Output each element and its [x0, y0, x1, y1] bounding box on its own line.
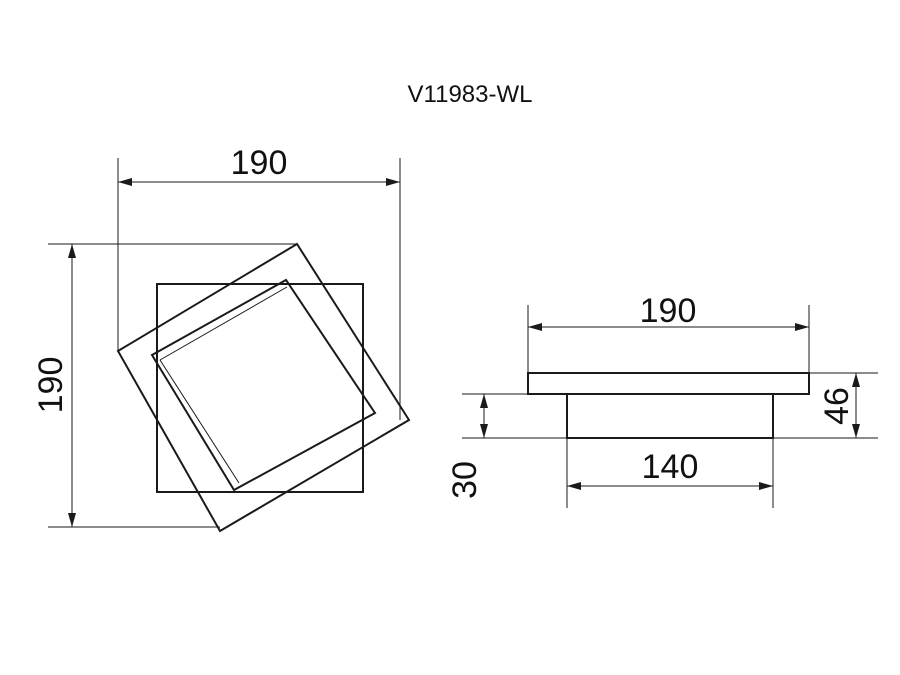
- model-code: V11983-WL: [408, 81, 533, 108]
- arrowhead-bottom: [68, 513, 76, 527]
- arrowhead-plate-left: [528, 323, 542, 331]
- rotated-frame-inner: [150, 278, 377, 492]
- inner-edge-top: [159, 286, 288, 361]
- arrowhead-body-right: [759, 482, 773, 490]
- arrowhead-body-depth-bottom: [480, 424, 488, 438]
- arrowhead-left: [118, 178, 132, 186]
- body-width-label: 140: [642, 448, 699, 486]
- arrowhead-depth-top: [852, 373, 860, 387]
- rotated-frame-outer: [116, 242, 411, 533]
- plate-width-label: 190: [640, 292, 697, 330]
- total-depth-label: 46: [818, 387, 856, 425]
- arrowhead-plate-right: [795, 323, 809, 331]
- body-depth-label: 30: [446, 461, 484, 499]
- front-height-label: 190: [32, 357, 70, 414]
- front-view: 190 190: [32, 144, 411, 533]
- arrowhead-body-left: [567, 482, 581, 490]
- side-plate: [527, 372, 810, 395]
- side-body: [566, 393, 774, 439]
- arrowhead-top: [68, 244, 76, 258]
- arrowhead-right: [386, 178, 400, 186]
- inner-edge-left: [159, 359, 240, 484]
- side-view: 190 140 46 30: [446, 292, 878, 508]
- arrowhead-depth-bottom: [852, 424, 860, 438]
- front-width-label: 190: [231, 144, 288, 182]
- arrowhead-body-depth-top: [480, 394, 488, 408]
- mount-plate-outline: [156, 283, 364, 493]
